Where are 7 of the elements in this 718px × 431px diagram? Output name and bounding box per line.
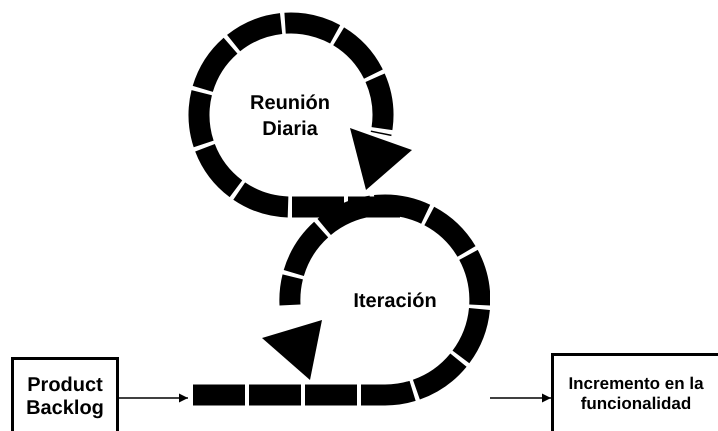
scrum-cycle-drawing [188,10,490,407]
process-box: Incremento en la funcionalidad [551,353,718,431]
arrow [119,394,188,402]
cycle-label: Reunión Diaria [249,91,331,142]
arrow [490,394,551,402]
cycle-label: Iteración [352,289,438,314]
process-box: Product Backlog [11,357,119,431]
